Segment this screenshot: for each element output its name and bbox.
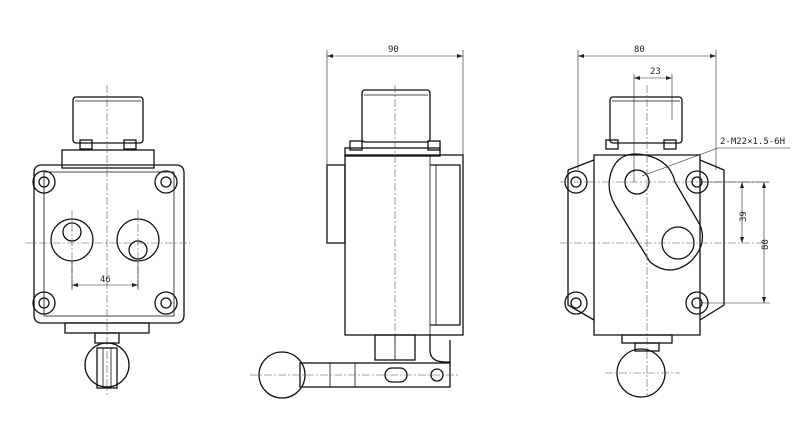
front-neck — [61, 149, 155, 169]
dim-80-side-label: 80 — [761, 239, 771, 250]
dim-39-label: 39 — [739, 211, 749, 222]
rear-body — [593, 154, 701, 336]
thread-callout-label: 2-M22×1.5-6H — [720, 137, 785, 147]
front-lug-bl — [32, 291, 56, 315]
rear-lug-bl — [564, 291, 588, 315]
rear-cap — [609, 96, 683, 144]
front-view: 46 — [25, 85, 190, 395]
front-lug-tl — [32, 170, 56, 194]
dim-46-label: 46 — [100, 275, 111, 285]
front-screw-left — [79, 139, 93, 150]
front-lug-tr — [154, 170, 178, 194]
rear-view: 80 23 2-M22×1.5-6H — [560, 45, 790, 398]
dim-90-label: 90 — [388, 45, 399, 55]
front-cap — [72, 96, 144, 144]
dim-23-label: 23 — [650, 67, 661, 77]
side-view: 90 — [250, 45, 464, 399]
side-cap — [361, 89, 431, 143]
side-flange — [326, 164, 346, 244]
front-port-left — [50, 218, 94, 262]
front-body — [33, 164, 185, 324]
rear-cam-lever — [608, 153, 704, 271]
front-port-right — [116, 218, 160, 262]
side-body — [344, 154, 464, 336]
side-ball-knob — [258, 351, 306, 399]
front-screw-right — [123, 139, 137, 150]
front-lug-br — [154, 291, 178, 315]
front-handle-knob — [84, 342, 130, 388]
dim-80-top-label: 80 — [634, 45, 645, 55]
